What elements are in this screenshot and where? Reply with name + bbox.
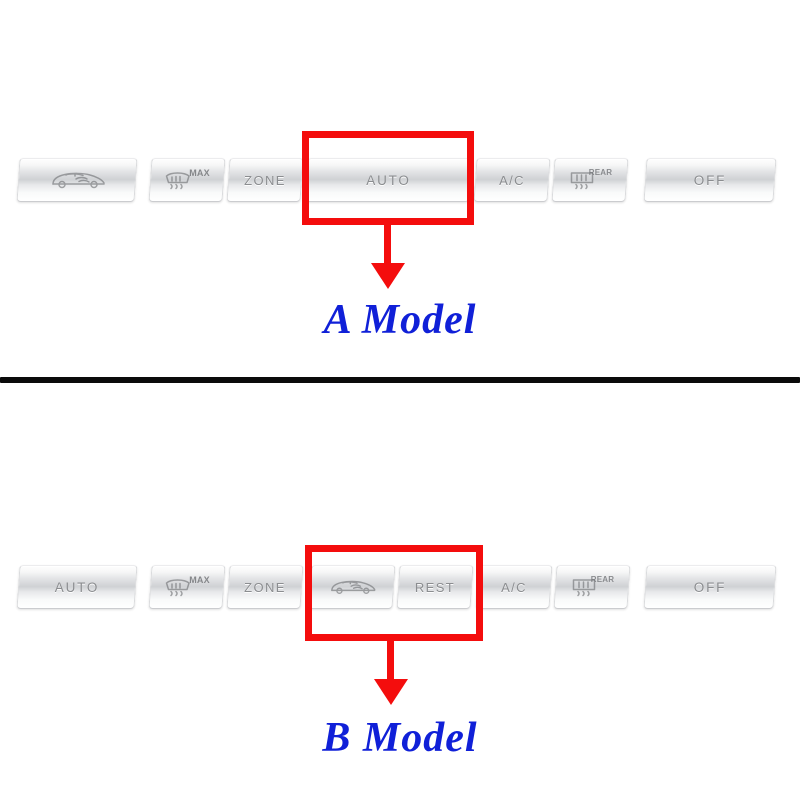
car-recirculation-icon — [326, 577, 378, 597]
arrow-down-icon-model-a — [371, 263, 405, 289]
button-a-ac-inner: A/C — [476, 159, 548, 201]
button-b-rest[interactable]: REST — [396, 565, 474, 609]
button-strip-a: MAX ZONE AUTO A/C — [0, 150, 800, 210]
rear-defrost-icon: REAR — [568, 168, 612, 191]
button-b-rear-defrost-inner: REAR — [556, 566, 628, 608]
button-b-ac-inner: A/C — [478, 566, 550, 608]
button-a-recirculation[interactable] — [16, 158, 138, 202]
front-defrost-glyph — [164, 170, 191, 191]
button-a-zone[interactable]: ZONE — [226, 158, 304, 202]
rear-defrost-glyph — [568, 169, 598, 191]
button-strip-b: AUTO — [0, 557, 800, 617]
button-b-auto-label: AUTO — [54, 579, 100, 595]
button-a-rear-defrost-inner: REAR — [554, 159, 626, 201]
front-defrost-glyph — [164, 577, 191, 598]
button-b-ac[interactable]: A/C — [475, 565, 553, 609]
button-a-auto-inner: AUTO — [307, 159, 470, 201]
button-a-recirculation-inner — [19, 159, 135, 201]
max-label: MAX — [189, 574, 210, 585]
arrow-down-icon-model-b — [374, 679, 408, 705]
button-b-off-inner: OFF — [646, 566, 774, 608]
button-b-off[interactable]: OFF — [643, 565, 777, 609]
button-b-max-defrost[interactable]: MAX — [148, 565, 226, 609]
button-b-rest-label: REST — [414, 579, 456, 595]
button-b-zone-inner: ZONE — [229, 566, 301, 608]
button-a-off-label: OFF — [693, 172, 727, 188]
button-b-auto-inner: AUTO — [19, 566, 135, 608]
button-b-zone[interactable]: ZONE — [226, 565, 304, 609]
button-a-zone-label: ZONE — [244, 172, 286, 188]
button-a-auto[interactable]: AUTO — [304, 158, 473, 202]
climate-panel-model-a: MAX ZONE AUTO A/C — [0, 150, 800, 210]
button-a-max-defrost[interactable]: MAX — [148, 158, 226, 202]
button-a-off-inner: OFF — [646, 159, 774, 201]
arrow-stem-model-b — [387, 641, 394, 681]
button-b-max-defrost-inner: MAX — [151, 566, 223, 608]
button-b-rest-inner: REST — [399, 566, 471, 608]
caption-model-b: B Model — [322, 715, 478, 761]
button-b-ac-label: A/C — [501, 579, 527, 595]
button-b-zone-label: ZONE — [244, 579, 286, 595]
arrow-stem-model-a — [384, 225, 391, 265]
car-recirculation-icon — [46, 169, 108, 191]
button-a-ac-label: A/C — [499, 172, 525, 188]
button-a-zone-inner: ZONE — [229, 159, 301, 201]
button-b-recirculation[interactable] — [308, 565, 396, 609]
button-b-auto[interactable]: AUTO — [16, 565, 138, 609]
button-a-max-defrost-inner: MAX — [151, 159, 223, 201]
section-divider — [0, 377, 800, 383]
button-a-auto-label: AUTO — [366, 172, 411, 188]
front-defrost-icon: MAX — [164, 167, 210, 191]
button-a-off[interactable]: OFF — [643, 158, 777, 202]
max-label: MAX — [189, 167, 210, 178]
button-a-ac[interactable]: A/C — [473, 158, 551, 202]
climate-panel-model-b: AUTO — [0, 557, 800, 617]
button-a-rear-defrost[interactable]: REAR — [551, 158, 629, 202]
rear-defrost-icon: REAR — [570, 575, 614, 598]
caption-model-a: A Model — [323, 297, 477, 343]
rear-defrost-glyph — [570, 576, 600, 598]
button-b-recirculation-inner — [311, 566, 393, 608]
button-b-off-label: OFF — [693, 579, 727, 595]
button-b-rear-defrost[interactable]: REAR — [553, 565, 631, 609]
front-defrost-icon: MAX — [164, 574, 210, 598]
